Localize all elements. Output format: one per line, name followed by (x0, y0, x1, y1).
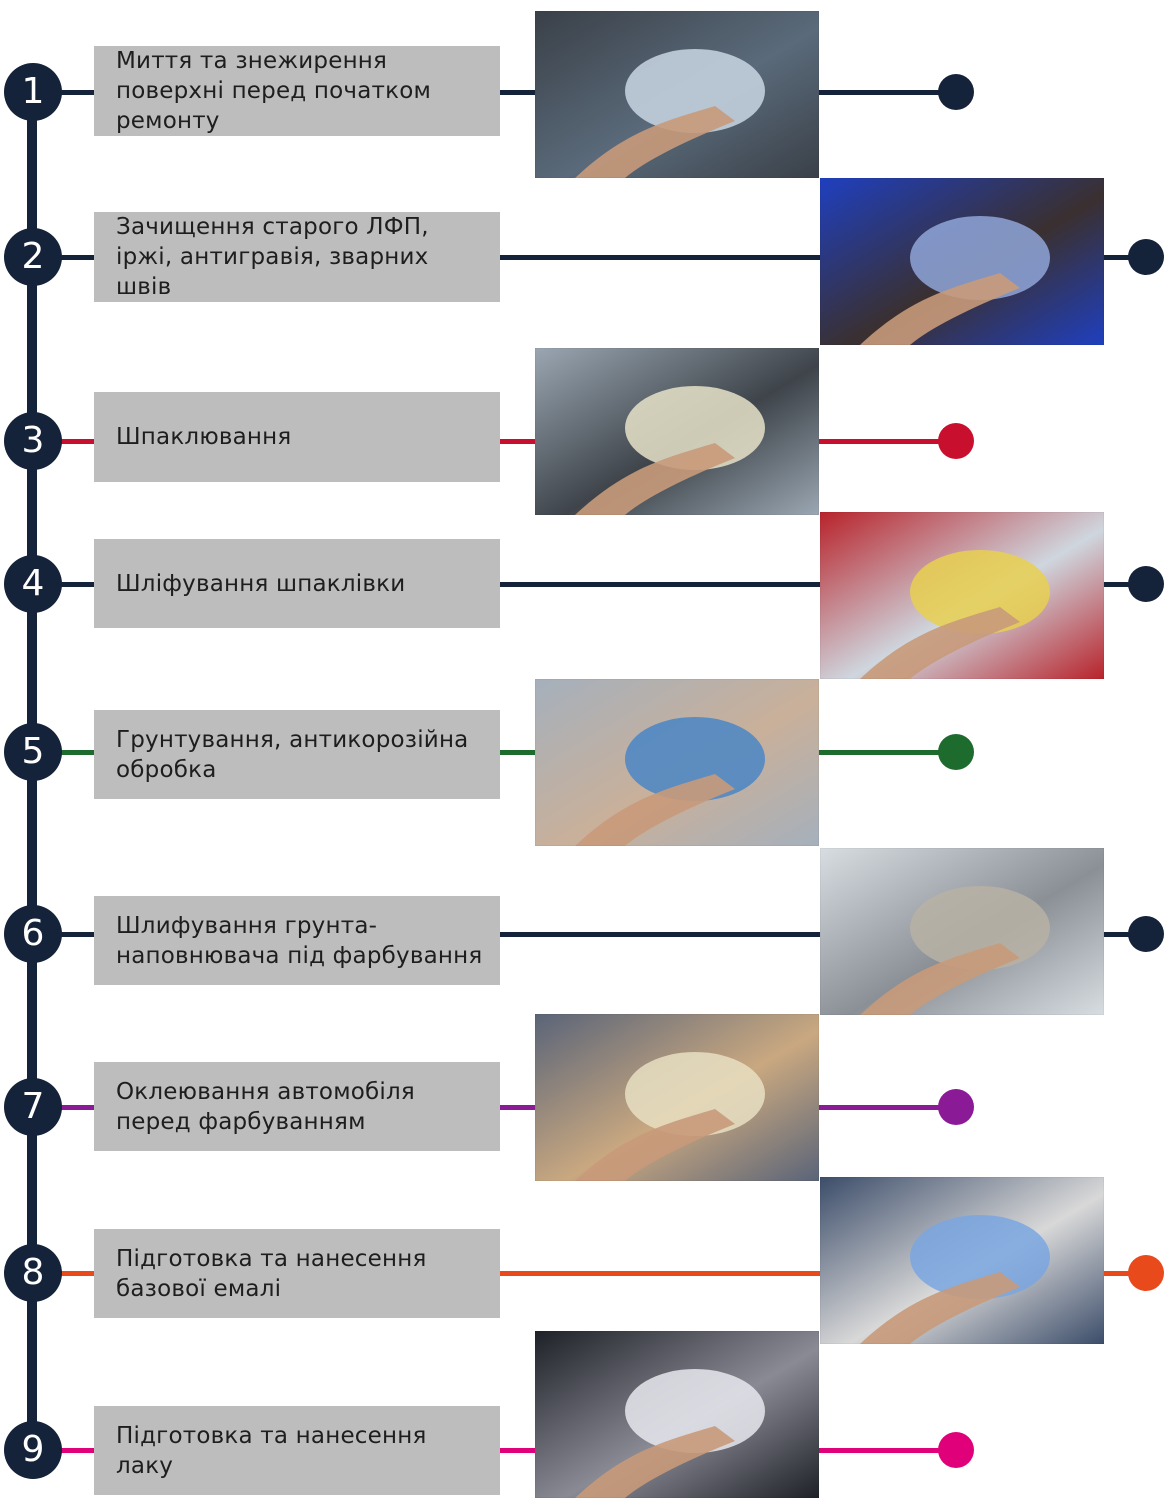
step-label-box: Грунтування, антикорозійна обробка (94, 710, 500, 799)
step-end-dot (1128, 1255, 1164, 1291)
step-number-badge: 1 (4, 63, 62, 121)
step-label: Шпаклювання (116, 424, 292, 450)
step-number-badge: 5 (4, 723, 62, 781)
step-label: Грунтування, антикорозійна обробка (116, 726, 469, 783)
step-end-dot (1128, 566, 1164, 602)
spray-gun-lacquer-photo (535, 1331, 819, 1498)
connector-line-middle (498, 1271, 822, 1276)
connector-line-right (817, 439, 956, 444)
connector-line-middle (498, 582, 822, 587)
connector-line-left (60, 1448, 96, 1453)
connector-line-left (60, 439, 96, 444)
step-label: Шліфування шпаклівки (116, 570, 406, 597)
step-end-dot (1128, 239, 1164, 275)
step-label-box: Миття та знежирення поверхні перед почат… (94, 46, 500, 136)
step-label-box: Зачищення старого ЛФП, іржі, антигравія,… (94, 212, 500, 302)
step-end-dot (938, 1432, 974, 1468)
connector-line-middle (498, 932, 822, 937)
step-label: Зачищення старого ЛФП, іржі, антигравія,… (116, 214, 429, 300)
connector-line-left (60, 750, 96, 755)
step-label-box: Шліфування шпаклівки (94, 539, 500, 628)
step-end-dot (938, 734, 974, 770)
car-wash-photo (535, 11, 819, 178)
step-number-badge: 7 (4, 1078, 62, 1136)
connector-line-left (60, 255, 96, 260)
step-number-badge: 6 (4, 905, 62, 963)
step-end-dot (938, 74, 974, 110)
sanding-disc-photo (820, 178, 1104, 345)
step-label: Оклеювання автомобіля перед фарбуванням (116, 1078, 415, 1135)
connector-line-middle (498, 255, 822, 260)
connector-line-right (817, 750, 956, 755)
connector-line-left (60, 582, 96, 587)
connector-line-left (60, 1271, 96, 1276)
putty-spatula-photo (535, 348, 819, 515)
step-label: Шлифування грунта-наповнювача під фарбув… (116, 912, 483, 969)
step-end-dot (938, 423, 974, 459)
step-end-dot (938, 1089, 974, 1125)
connector-line-left (60, 932, 96, 937)
step-number-badge: 2 (4, 228, 62, 286)
step-label-box: Підготовка та нанесення лаку (94, 1406, 500, 1495)
step-number-badge: 4 (4, 555, 62, 613)
paint-mixing-photo (820, 1177, 1104, 1344)
step-label: Миття та знежирення поверхні перед почат… (116, 48, 432, 134)
step-end-dot (1128, 916, 1164, 952)
masking-tape-photo (535, 1014, 819, 1181)
connector-line-middle (498, 750, 537, 755)
connector-line-right (817, 1105, 956, 1110)
connector-line-left (60, 90, 96, 95)
connector-line-right (1102, 1271, 1146, 1276)
spray-gun-primer-photo (535, 679, 819, 846)
sanding-block-photo (820, 512, 1104, 679)
connector-line-right (817, 1448, 956, 1453)
step-label-box: Оклеювання автомобіля перед фарбуванням (94, 1062, 500, 1151)
connector-line-right (1102, 932, 1146, 937)
connector-line-middle (498, 1105, 537, 1110)
step-number-badge: 9 (4, 1421, 62, 1479)
connector-line-left (60, 1105, 96, 1110)
connector-line-right (1102, 255, 1146, 260)
step-number-badge: 8 (4, 1244, 62, 1302)
step-label-box: Шпаклювання (94, 392, 500, 482)
step-label-box: Шлифування грунта-наповнювача під фарбув… (94, 896, 500, 985)
connector-line-middle (498, 439, 537, 444)
connector-line-middle (498, 1448, 537, 1453)
step-number-badge: 3 (4, 412, 62, 470)
connector-line-right (817, 90, 956, 95)
orbital-sander-photo (820, 848, 1104, 1015)
step-label: Підготовка та нанесення лаку (116, 1422, 427, 1479)
connector-line-middle (498, 90, 537, 95)
step-label-box: Підготовка та нанесення базової емалі (94, 1229, 500, 1318)
step-label: Підготовка та нанесення базової емалі (116, 1245, 427, 1302)
connector-line-right (1102, 582, 1146, 587)
